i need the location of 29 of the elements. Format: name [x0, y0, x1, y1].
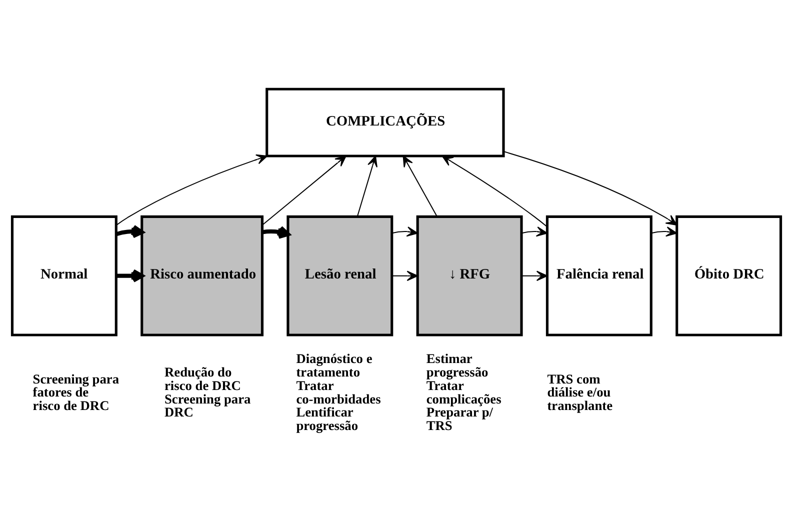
- node-box: Lesão renal: [286, 214, 394, 336]
- node-label: Lentificar progressão: [296, 404, 358, 433]
- arrow: [402, 155, 438, 216]
- node-label: Redução do risco de DRC: [164, 364, 241, 392]
- node-box: Risco aumentado: [140, 214, 264, 336]
- node-label: Screening para fatores de risco de DRC: [32, 370, 120, 413]
- arrow: [522, 226, 548, 236]
- node-box: COMPLICAÇÕES: [266, 87, 505, 157]
- arrow: [262, 155, 346, 225]
- node-box: Normal: [10, 214, 118, 336]
- arrow: [522, 270, 548, 280]
- arrow: [392, 270, 418, 280]
- node-box: Falência renal: [546, 214, 652, 336]
- arrow: [651, 226, 678, 236]
- arrow: [442, 155, 548, 227]
- node-label: Diagnóstico e tratamento: [296, 350, 372, 380]
- node-label: Tratar co-morbidades: [296, 377, 381, 406]
- arrow: [392, 226, 418, 236]
- node-box: ↓ RFG: [416, 214, 523, 336]
- arrow: [116, 268, 144, 282]
- node-label: Screening para DRC: [164, 390, 251, 420]
- arrow: [116, 154, 268, 226]
- arrow: [262, 225, 290, 238]
- arrow: [116, 224, 144, 238]
- node-label: Estimar progressão: [426, 350, 488, 380]
- node-box: Óbito DRC: [676, 214, 782, 336]
- node-label: TRS com diálise e/ou transplante: [547, 370, 613, 413]
- arrow: [356, 155, 378, 216]
- arrow: [504, 150, 678, 226]
